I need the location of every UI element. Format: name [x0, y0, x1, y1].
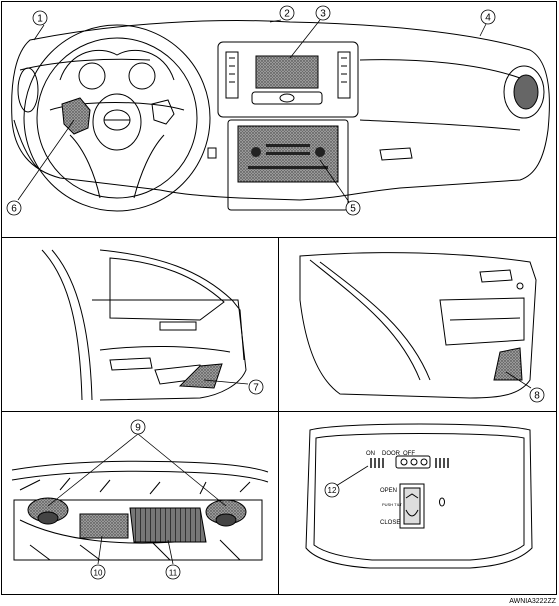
callout-7: 7	[248, 379, 264, 395]
panel-frames	[1, 1, 557, 595]
svg-text:4: 4	[485, 13, 491, 24]
callout-8: 8	[529, 387, 545, 403]
left-vent	[225, 51, 239, 99]
instrument-panel-drawing	[11, 20, 550, 212]
dashboard-outline	[11, 20, 550, 201]
panel-rear-door	[278, 237, 557, 412]
left-microphone-grille	[370, 458, 384, 468]
subwoofer	[129, 507, 207, 543]
callout-3: 3	[315, 5, 331, 21]
svg-text:8: 8	[534, 391, 540, 402]
svg-text:6: 6	[11, 204, 17, 215]
svg-text:11: 11	[169, 569, 178, 578]
panel-front-door	[1, 237, 279, 412]
rear-door-speaker	[493, 347, 523, 381]
glove-box-handle	[379, 147, 413, 161]
on-label: ON	[366, 451, 375, 457]
steering-hub	[92, 93, 142, 151]
svg-text:12: 12	[328, 486, 337, 495]
callout-10: 10	[90, 564, 106, 580]
callout-12: 12	[324, 482, 340, 498]
door-label: DOOR	[382, 451, 401, 457]
panel-overhead-console	[278, 411, 557, 595]
dashboard-crease	[19, 58, 151, 71]
gauge-cluster	[59, 49, 175, 81]
steering-wheel-rim	[23, 24, 211, 212]
steering-switch	[61, 97, 91, 135]
right-vent	[337, 51, 351, 99]
close-label: CLOSE	[380, 520, 400, 526]
overhead-console-drawing	[305, 423, 533, 569]
callout-1: 1	[32, 10, 48, 26]
svg-text:10: 10	[94, 569, 103, 578]
callout-9: 9	[130, 419, 146, 435]
off-label: OFF	[403, 451, 415, 457]
center-stack-upper	[217, 41, 359, 118]
front-door-window-frame	[99, 249, 245, 361]
svg-text:5: 5	[350, 204, 356, 215]
callout-6: 6	[6, 200, 22, 216]
front-door-drawing	[41, 249, 247, 401]
svg-text:3: 3	[320, 9, 326, 20]
open-label: OPEN	[380, 488, 397, 494]
callout-markers: 1 2 3 4 5 6 7 8	[6, 5, 545, 580]
figure-code: AWNIA3222ZZ	[509, 598, 557, 605]
rear-door-drawing	[299, 252, 537, 399]
push-tilt-label: PUSH TILT	[382, 502, 403, 507]
svg-text:2: 2	[284, 9, 290, 20]
callout-4: 4	[480, 9, 496, 25]
amplifier	[79, 513, 129, 539]
svg-text:9: 9	[135, 423, 141, 434]
sunroof-switch	[399, 483, 425, 529]
callout-2: 2	[279, 5, 295, 21]
right-side-vent	[503, 65, 545, 119]
rear-door-handle	[479, 269, 513, 283]
leader-lines	[17, 19, 532, 565]
rear-shelf-drawing	[11, 460, 269, 561]
right-microphone-grille	[435, 458, 449, 468]
rear-door-outline	[299, 252, 537, 399]
callout-5: 5	[345, 200, 361, 216]
overhead-console-outline	[305, 423, 533, 569]
front-door-handle	[159, 321, 197, 331]
display-unit	[255, 55, 319, 89]
svg-text:1: 1	[37, 14, 43, 25]
map-lamp-switch	[395, 455, 431, 469]
front-door-speaker	[178, 363, 223, 389]
svg-text:7: 7	[253, 383, 259, 394]
front-door-panel	[92, 299, 247, 401]
callout-11: 11	[165, 564, 181, 580]
